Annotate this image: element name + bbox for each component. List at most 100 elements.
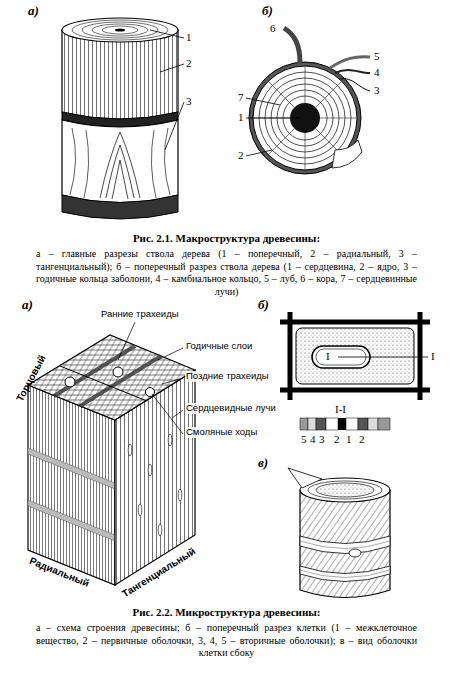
log-cuts-part — [84, 130, 89, 198]
cell-section-part — [296, 328, 414, 384]
callout-number: 4 — [374, 66, 380, 79]
trunk-section — [246, 28, 370, 174]
trunk-section-part — [246, 150, 272, 156]
wood-block-part — [128, 434, 182, 536]
cell-wall-side-part — [288, 468, 322, 488]
trunk-section-part-part — [268, 129, 294, 155]
callout-number: 2 — [359, 433, 365, 446]
trunk-section-part — [246, 118, 300, 119]
cell-section-part — [308, 418, 316, 430]
face-label: Торцовый — [14, 353, 48, 403]
figure-letter: а) — [22, 298, 33, 313]
cell-wall-side-part — [300, 541, 390, 549]
callout-number: 5 — [374, 50, 380, 63]
callout-number: 3 — [319, 433, 325, 446]
figure-letter: а) — [28, 4, 39, 19]
wood-block-part — [28, 335, 195, 420]
caption-body: а – главные разрезы ствола дерева (1 – п… — [36, 248, 417, 298]
wood-block-part-part — [148, 464, 152, 476]
part-label: Сердцевидные лучи — [185, 403, 277, 414]
log-cuts-part — [82, 22, 158, 38]
cell-wall-side-part — [300, 566, 390, 582]
section-mark: I — [326, 350, 330, 363]
part-label: Ранние трахеиды — [100, 309, 180, 320]
figure-letter: б) — [258, 298, 269, 313]
log-cuts-part — [151, 130, 156, 198]
callout-number: 2 — [334, 433, 340, 446]
log-cuts — [62, 18, 184, 219]
log-cuts-part — [164, 128, 170, 195]
cell-wall-side-part — [300, 490, 390, 598]
trunk-section-part — [335, 70, 370, 73]
callout-number: 3 — [374, 84, 380, 97]
log-cuts-part — [62, 30, 178, 119]
log-cuts-part — [100, 132, 140, 198]
trunk-section-part — [284, 28, 300, 63]
cell-section-part — [280, 312, 430, 400]
cell-wall-side — [288, 468, 390, 598]
cell-section-part — [368, 418, 378, 430]
callout-number: 5 — [301, 433, 307, 446]
callout-number: 3 — [186, 95, 192, 108]
face-label: Тангенциальный — [120, 545, 198, 599]
wood-block-part-part — [138, 504, 142, 516]
wood-block-part — [60, 366, 147, 401]
cell-section — [280, 312, 430, 430]
callout-number: 7 — [238, 91, 244, 104]
trunk-section-part-part — [316, 81, 342, 107]
trunk-section-part — [330, 57, 370, 68]
part-label: Поздние трахеиды — [185, 371, 270, 382]
cell-section-part — [300, 418, 308, 430]
section-mark: I — [431, 350, 435, 363]
log-cuts-part — [150, 30, 184, 38]
wood-block-part — [113, 367, 123, 377]
callout-number: 1 — [186, 31, 192, 44]
figure-letter: б) — [262, 4, 273, 19]
wood-block-part-part — [168, 434, 172, 446]
cell-section-part — [358, 418, 368, 430]
callout-number: 1 — [238, 111, 244, 124]
callout-number: 4 — [310, 433, 316, 446]
cell-wall-side-part — [349, 549, 361, 557]
cell-wall-side-part — [308, 481, 382, 499]
log-cuts-part — [72, 20, 168, 40]
callout-number: 6 — [270, 22, 276, 35]
caption-body: а – схема строения древесины; б – попере… — [36, 622, 417, 660]
cell-section-part — [338, 357, 428, 358]
log-cuts-part — [160, 64, 184, 72]
figure-letter: в) — [258, 456, 268, 471]
cell-wall-side-part — [300, 536, 390, 554]
wood-block-part — [118, 322, 183, 434]
wood-block-part — [54, 346, 135, 396]
cell-section-part — [346, 418, 358, 430]
trunk-section-part — [332, 140, 362, 168]
trunk-section-part-part — [305, 133, 306, 170]
cell-section-part — [378, 418, 390, 430]
wood-block-part — [65, 377, 75, 387]
cell-wall-side-part — [300, 570, 390, 578]
log-cuts-part — [112, 160, 128, 199]
cell-section-part — [326, 418, 338, 430]
callout-number: 2 — [238, 149, 244, 162]
wood-block-part-part — [128, 444, 132, 456]
log-cuts-part — [92, 24, 148, 36]
trunk-section-part-part — [320, 118, 357, 119]
cell-section-part-part — [418, 312, 423, 400]
face-label: Радиальный — [28, 555, 91, 589]
caption-heading: Рис. 2.2. Микроструктура древесины: — [20, 606, 433, 619]
wood-block-part-part — [158, 348, 183, 360]
wood-block-part-part — [152, 394, 183, 434]
wood-block-part-part — [158, 524, 162, 536]
cell-section-part — [316, 418, 326, 430]
cell-section-part — [338, 418, 346, 430]
callout-number: 2 — [186, 57, 192, 70]
trunk-section-part — [340, 79, 370, 91]
wood-block-part-part — [162, 378, 183, 384]
callout-number: 1 — [346, 433, 352, 446]
cell-wall-side-part — [316, 483, 374, 497]
wood-block-part-part — [172, 410, 183, 418]
part-label: Годичные слои — [185, 341, 253, 352]
cell-section-part-part — [288, 312, 293, 400]
